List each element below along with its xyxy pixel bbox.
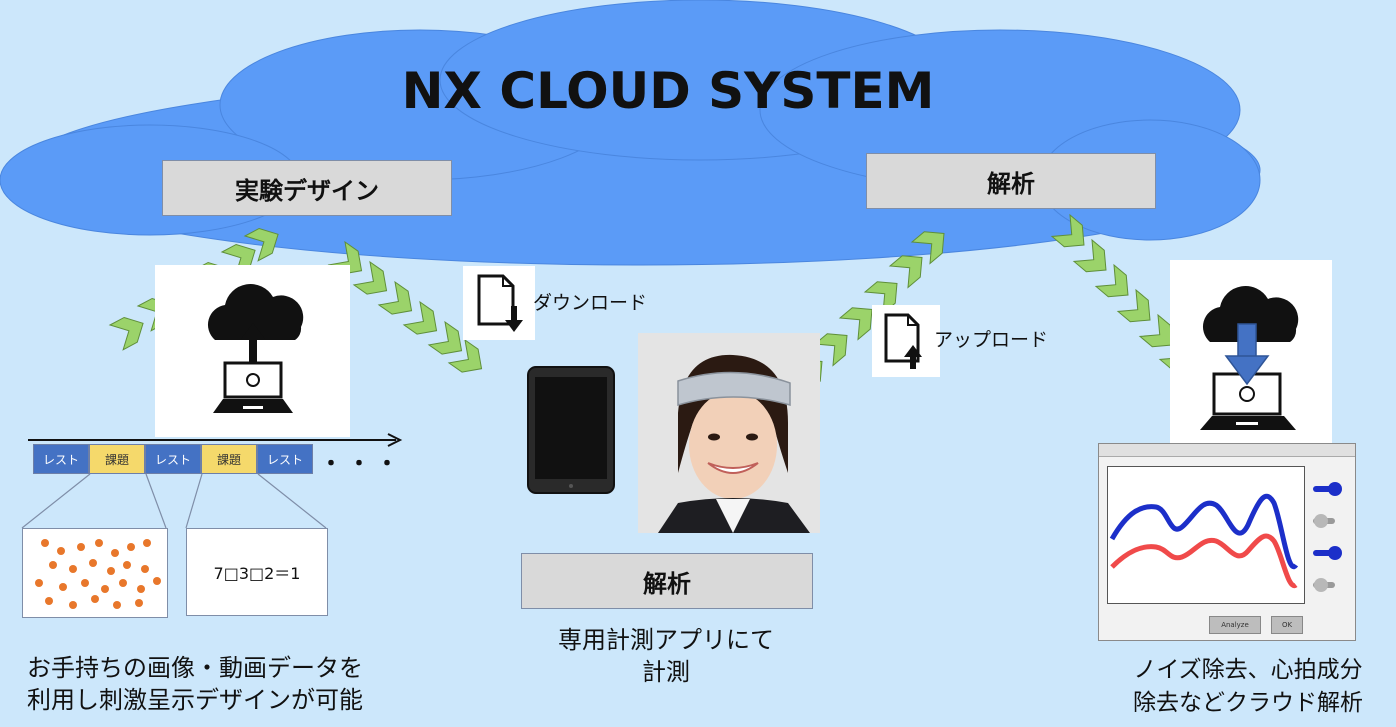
experiment-design-box: 実験デザイン [162, 160, 452, 216]
chevron-down-icon [1073, 239, 1116, 282]
person-with-headset-image [638, 333, 820, 533]
upload-label: アップロード [934, 329, 1049, 351]
upload-laptop-card [155, 265, 350, 437]
window-titlebar [1099, 444, 1355, 457]
left-caption-line: お手持ちの画像・動画データを [27, 654, 363, 682]
analysis-app-window: Analyze OK [1098, 443, 1356, 641]
sequence-rest-block: レスト [33, 444, 89, 474]
toggle-controls[interactable] [1309, 474, 1349, 604]
analyze-button[interactable]: Analyze [1209, 616, 1261, 634]
coin-dots-image [35, 539, 161, 609]
right-caption-line: ノイズ除去、心拍成分 [1133, 657, 1363, 683]
cloud-shape [0, 0, 1261, 266]
left-caption-line: 利用し刺激呈示デザインが可能 [27, 686, 363, 714]
tablet-icon [527, 366, 615, 494]
headset-user-photo [638, 333, 820, 533]
left-caption: お手持ちの画像・動画データを 利用し刺激呈示デザインが可能 [10, 652, 380, 716]
equation-card: 7□3□2＝1 [186, 528, 328, 616]
file-download-icon [477, 274, 523, 332]
chevron-down-icon [1051, 214, 1094, 257]
chevron-down-icon [1095, 264, 1138, 307]
download-laptop-card [1170, 260, 1332, 450]
equation-text: 7□3□2＝1 [213, 564, 301, 583]
middle-caption: 専用計測アプリにて 計測 [520, 624, 812, 688]
chevron-down-icon [1117, 289, 1160, 332]
file-upload-icon [884, 313, 922, 369]
right-caption-line: 除去などクラウド解析 [1133, 690, 1363, 716]
signal-plot-area [1107, 466, 1305, 604]
analysis-measure-box: 解析 [521, 553, 813, 609]
right-caption: ノイズ除去、心拍成分 除去などクラウド解析 [1100, 654, 1396, 720]
signal-waveform-chart [1109, 493, 1299, 588]
sequence-task-block: 課題 [89, 444, 145, 474]
zoom-lines [21, 473, 327, 529]
download-label: ダウンロード [533, 292, 648, 314]
upload-file-card [872, 305, 940, 377]
signal-red-line [1110, 533, 1298, 588]
chevron-up-icon [889, 246, 932, 288]
sequence-rest-block: レスト [257, 444, 313, 474]
page-title: NX CLOUD SYSTEM [401, 62, 935, 120]
sequence-ellipsis: ・・・ [320, 452, 405, 477]
middle-caption-line: 計測 [642, 658, 690, 686]
middle-caption-line: 専用計測アプリにて [558, 626, 774, 654]
chevron-up-icon [814, 324, 857, 366]
dots-stimulus-card [22, 528, 168, 618]
sequence-rest-block: レスト [145, 444, 201, 474]
cloud-download-laptop-icon [1200, 286, 1299, 430]
sequence-task-block: 課題 [201, 444, 257, 474]
cloud-upload-laptop-icon [207, 284, 304, 413]
download-file-card [463, 266, 535, 340]
analysis-cloud-box: 解析 [866, 153, 1156, 209]
chevron-up-icon [109, 310, 151, 351]
stimulus-sequence: レスト 課題 レスト 課題 レスト [33, 444, 313, 474]
timeline-arrow [28, 433, 403, 447]
ok-button[interactable]: OK [1271, 616, 1303, 634]
signal-blue-line [1109, 493, 1299, 570]
